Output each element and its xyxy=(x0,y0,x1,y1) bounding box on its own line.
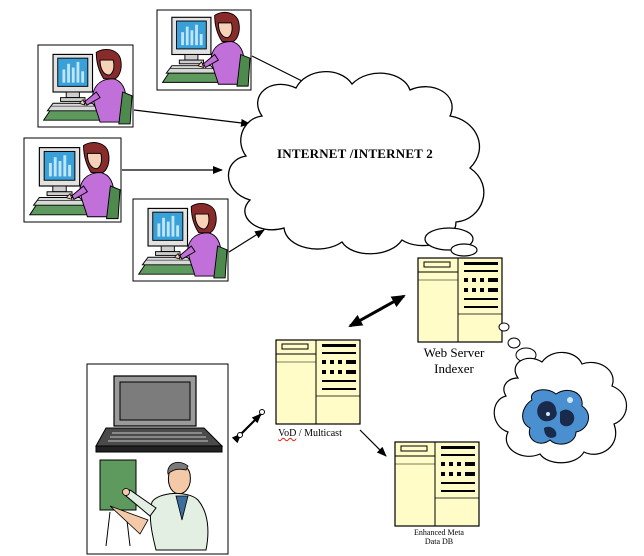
internet-cloud xyxy=(227,71,485,255)
web-server-icon xyxy=(417,257,503,343)
user-workstation-2 xyxy=(37,44,134,128)
web-server-label-line2: Indexer xyxy=(434,361,474,376)
arrow-vod-to-db xyxy=(359,429,387,457)
thought-bubble-small xyxy=(498,322,510,332)
vod-server-icon xyxy=(275,339,361,425)
meta-db-server-icon xyxy=(394,441,480,527)
vod-server-label: VoD / Multicast xyxy=(262,428,358,439)
data-blob-icon xyxy=(522,389,590,445)
web-server-label: Web Server Indexer xyxy=(400,345,508,377)
web-server-label-line1: Web Server xyxy=(423,345,485,360)
thought-bubble-medium xyxy=(507,337,521,349)
arrow-user2-to-cloud xyxy=(133,109,251,127)
arrow-presenter-vod xyxy=(231,413,262,444)
connector-dot-1 xyxy=(237,432,243,438)
user-workstation-3 xyxy=(23,137,122,223)
user-workstation-1 xyxy=(156,9,252,91)
meta-db-label: Enhanced Meta Data DB xyxy=(392,528,486,546)
user-workstation-4 xyxy=(132,198,229,282)
meta-db-label-line1: Enhanced Meta xyxy=(414,528,464,537)
meta-db-label-line2: Data DB xyxy=(424,537,454,546)
arrow-user4-to-cloud xyxy=(228,229,265,253)
cloud-thought-bubble-2 xyxy=(450,243,478,257)
internet-cloud-label: INTERNET /INTERNET 2 xyxy=(277,146,433,161)
presenter-station xyxy=(86,363,229,555)
vod-label-prefix: VoD xyxy=(278,428,297,439)
arrow-webserver-vod xyxy=(348,294,406,328)
connector-dot-2 xyxy=(259,409,265,415)
vod-label-suffix: / Multicast xyxy=(296,428,342,439)
